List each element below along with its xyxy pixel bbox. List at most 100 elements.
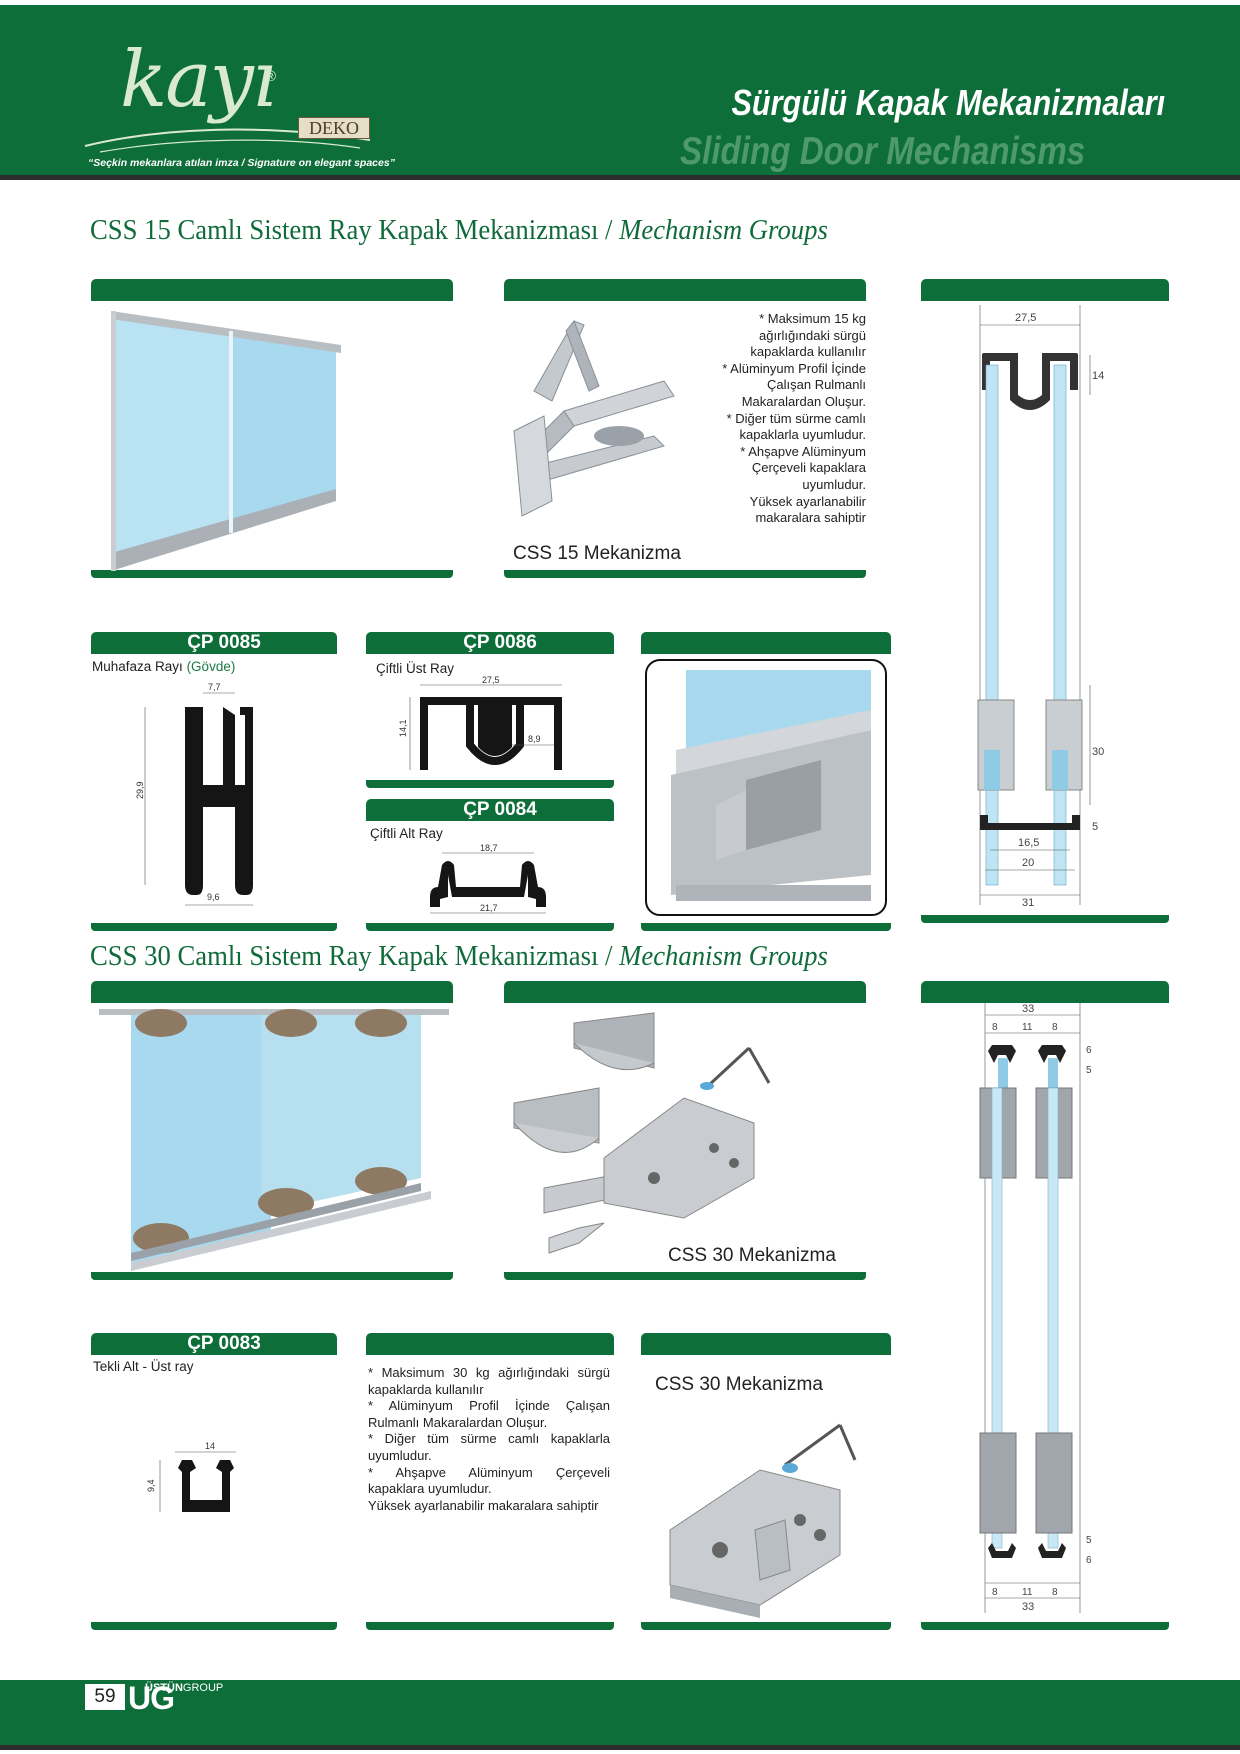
css15-door-photo (111, 311, 341, 571)
css15-dim-top-height: 14 (1092, 370, 1104, 382)
cp0086-dim-inner: 8,9 (528, 734, 541, 744)
css30-dim-c-top: 8 (1052, 1022, 1058, 1033)
panel-b-header (504, 279, 866, 301)
ug-brand-top: ÜSTÜN (145, 1682, 183, 1694)
header-divider (0, 175, 1240, 180)
section2-title-tr: CSS 30 Camlı Sistem Ray Kapak Mekanizmas… (90, 940, 599, 972)
panel-rail-footer (641, 923, 891, 931)
feature-line: Yüksek ayarlanabilir (749, 493, 866, 509)
panel-c-footer (921, 915, 1169, 923)
section1-title: CSS 15 Camlı Sistem Ray Kapak Mekanizmas… (90, 214, 828, 247)
product-cp0086-footer (366, 780, 614, 788)
cp0084-dim-top: 18,7 (480, 843, 498, 853)
cp0086-profile-drawing: 27,5 14,1 8,9 (398, 675, 562, 770)
panel-d-footer (91, 1272, 453, 1280)
css30-dim-a-top: 8 (992, 1022, 998, 1033)
panel-e-footer (504, 1272, 866, 1280)
css15-dim-w2: 20 (1022, 857, 1034, 869)
css15-dim-w1: 16,5 (1018, 837, 1039, 849)
product-name: Muhafaza Rayı (92, 659, 183, 674)
cp0086-dim-width: 27,5 (482, 675, 500, 685)
feature-line: Çerçeveli kapaklara (751, 460, 866, 476)
panel-rail-header (641, 632, 891, 654)
css30-cross-section-drawing: 33 8 11 8 6 5 5 6 8 11 8 33 (979, 1003, 1092, 1613)
css30-mechanism-closeup (669, 1423, 857, 1618)
feature-line: * Ahşapve Alüminyum (740, 443, 866, 459)
registered-mark: ® (265, 68, 277, 85)
product-cp0084-header: ÇP 0084 (366, 799, 614, 821)
css30-caption-2: CSS 30 Mekanizma (655, 1374, 823, 1395)
panel-b-footer (504, 570, 866, 578)
css30-door-photo (99, 1009, 449, 1271)
product-cp0084-name: Çiftli Alt Ray (370, 826, 443, 841)
css15-dim-base-height: 5 (1092, 821, 1098, 833)
css30-mechanism-parts (513, 1012, 771, 1254)
feature-line: ağırlığındaki sürgü (759, 327, 866, 343)
panel-closeup-header (641, 1333, 891, 1355)
css30-dim-a-bottom: 8 (992, 1587, 998, 1598)
section1-title-sep: / (598, 214, 620, 246)
product-cp0083-header: ÇP 0083 (91, 1333, 337, 1355)
page-title-tr: Sürgülü Kapak Mekanizmaları (731, 82, 1165, 123)
cp0084-profile-drawing: 18,7 21,7 (430, 843, 546, 914)
logo-deko-badge: DEKO (298, 117, 370, 139)
product-cp0086-header: ÇP 0086 (366, 632, 614, 654)
feature-line: Yüksek ayarlanabilir makaralara sahiptir (368, 1497, 599, 1513)
panel-a-footer (91, 570, 453, 578)
panel-f-header (921, 981, 1169, 1003)
cp0083-dim-width: 14 (205, 1441, 215, 1451)
panel-features-footer (366, 1622, 614, 1630)
panel-d-header (91, 981, 453, 1003)
feature-line: * Alüminyum Profil İçinde (722, 360, 866, 376)
panel-closeup-footer (641, 1622, 891, 1630)
css15-cross-section-drawing: 27,5 14 30 5 16,5 20 31 (977, 305, 1104, 909)
page-number: 59 (85, 1684, 125, 1710)
cp0085-profile-drawing: 7,7 29,9 9,6 (135, 682, 253, 906)
css30-dim-h1-top: 6 (1086, 1045, 1092, 1056)
panel-c-header (921, 279, 1169, 301)
panel-a-header (91, 279, 453, 301)
product-cp0083-footer (91, 1622, 337, 1630)
feature-line: kapaklarla uyumludur. (739, 427, 866, 443)
feature-line: * Diğer tüm sürme camlı kapaklarla uyuml… (368, 1431, 610, 1463)
cp0083-dim-height: 9,4 (146, 1479, 156, 1492)
css30-dim-h1-bottom: 6 (1086, 1555, 1092, 1566)
feature-line: makaralara sahiptir (755, 510, 866, 526)
product-cp0084-footer (366, 923, 614, 931)
feature-line: * Diğer tüm sürme camlı (726, 410, 866, 426)
feature-line: Çalışan Rulmanlı (767, 377, 866, 393)
cp0085-dim-bottom: 9,6 (207, 892, 220, 902)
panel-f-footer (921, 1622, 1169, 1630)
cp0086-dim-height: 14,1 (398, 719, 408, 737)
brand-logo: kayı (120, 35, 277, 125)
section2-title-en: Mechanism Groups (619, 940, 828, 972)
section1-title-tr: CSS 15 Camlı Sistem Ray Kapak Mekanizmas… (90, 214, 599, 246)
css30-dim-width-top: 33 (1022, 1003, 1034, 1015)
css15-feature-list: * Maksimum 15 kg ağırlığındaki sürgü kap… (686, 311, 866, 527)
product-name-extra: (Gövde) (186, 659, 236, 674)
brand-tagline: “Seçkin mekanlara atılan imza / Signatur… (88, 157, 395, 169)
cp0084-dim-bottom: 21,7 (480, 903, 498, 913)
feature-line: * Ahşapve Alüminyum Çerçeveli kapaklara … (368, 1464, 610, 1497)
footer-band (0, 1680, 1240, 1745)
product-cp0086-name: Çiftli Üst Ray (376, 661, 455, 676)
feature-line: * Alüminyum Profil İçinde Çalışan Rulman… (368, 1398, 610, 1430)
css15-caption: CSS 15 Mekanizma (513, 543, 681, 564)
css15-dim-bottom-height: 30 (1092, 746, 1104, 758)
feature-line: kapaklarda kullanılır (750, 344, 866, 360)
product-cp0085-footer (91, 923, 337, 931)
ug-brand-group: GROUP (182, 1682, 224, 1694)
header-band (0, 5, 1240, 175)
css15-dim-w3: 31 (1022, 897, 1034, 909)
cp0085-dim-top: 7,7 (208, 682, 221, 692)
css30-dim-h2-bottom: 5 (1086, 1535, 1092, 1546)
product-cp0085-header: ÇP 0085 (91, 632, 337, 654)
feature-line: * Maksimum 30 kg ağırlığındaki sürgü kap… (368, 1365, 610, 1397)
css30-caption: CSS 30 Mekanizma (668, 1245, 836, 1266)
feature-line: Makaralardan Oluşur. (741, 393, 866, 409)
css30-dim-b-bottom: 11 (1022, 1587, 1033, 1598)
css15-dim-top-width: 27,5 (1015, 312, 1036, 324)
cp0083-profile-drawing: 14 9,4 (146, 1441, 236, 1512)
panel-features-header (366, 1333, 614, 1355)
section2-title: CSS 30 Camlı Sistem Ray Kapak Mekanizmas… (90, 940, 828, 973)
